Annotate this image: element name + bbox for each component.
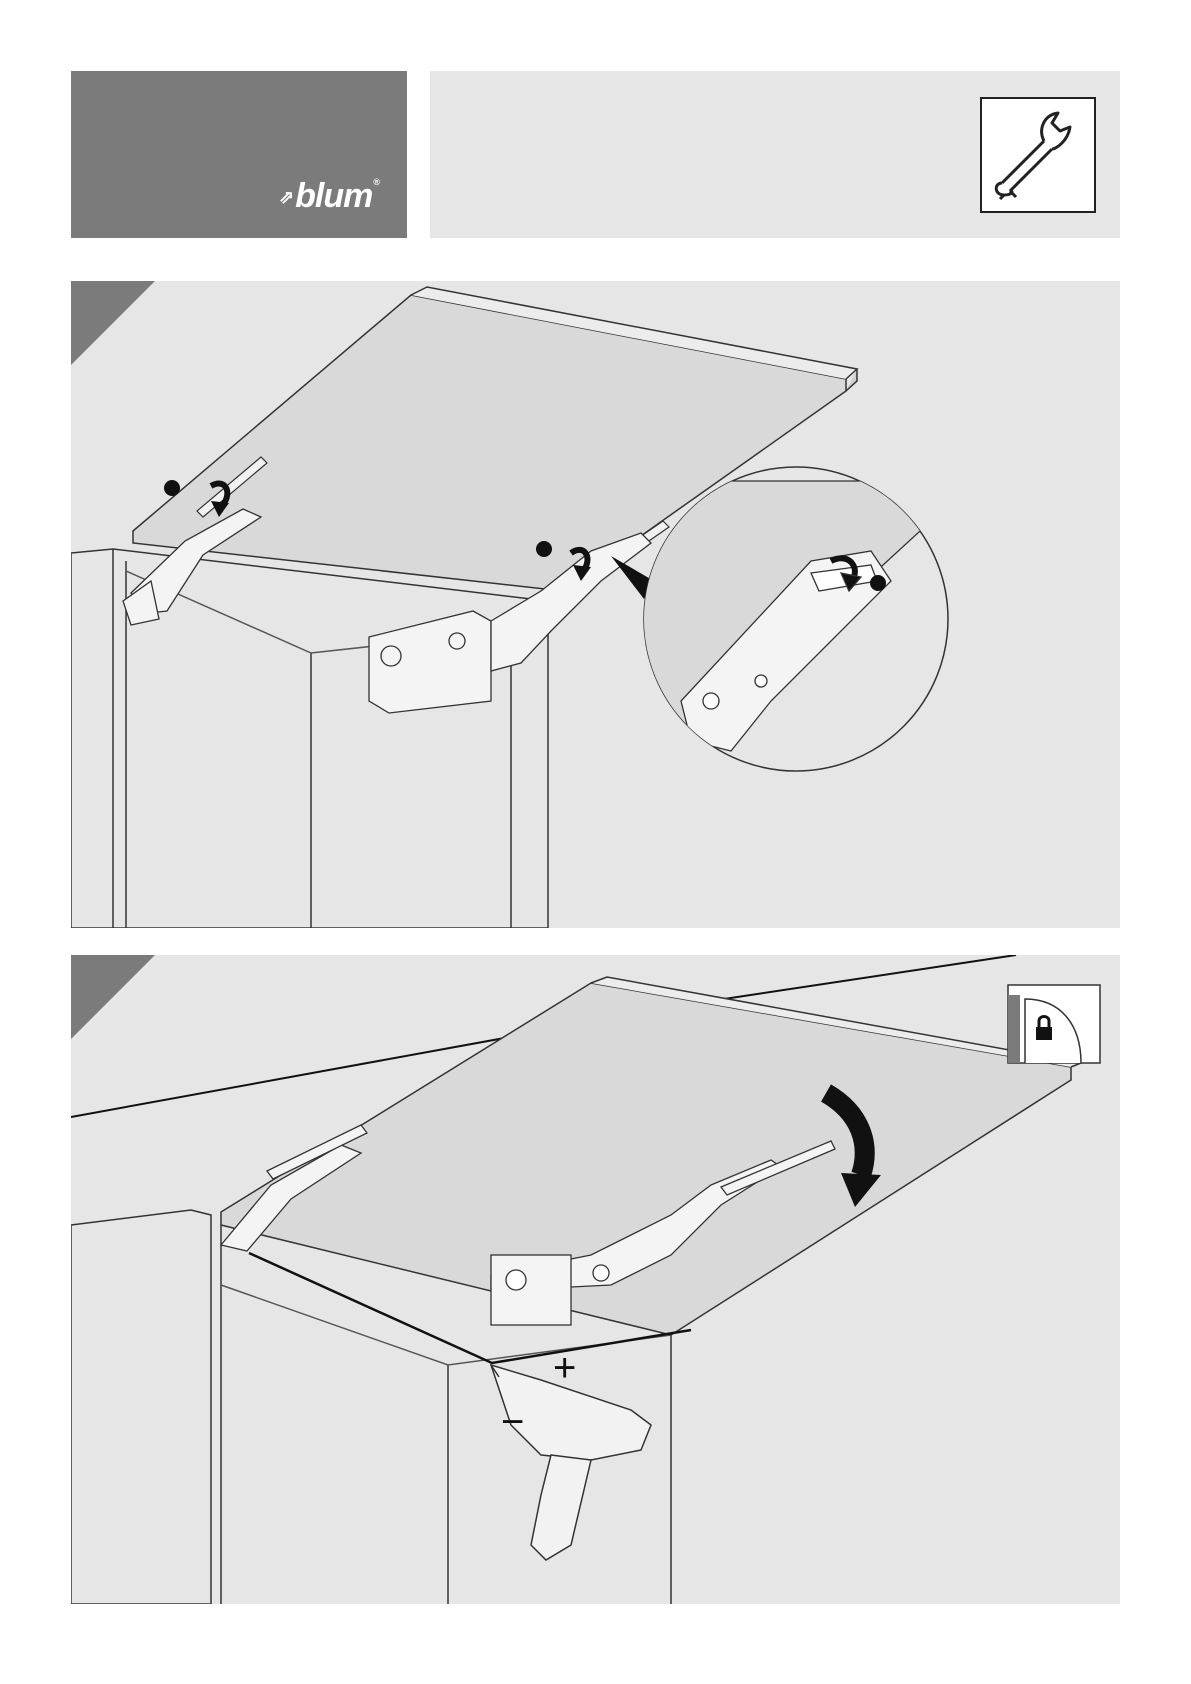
increase-symbol: + bbox=[553, 1346, 576, 1390]
brand-logo-panel: ⇗blum® bbox=[71, 71, 407, 238]
step-2-illustration: + − bbox=[71, 955, 1120, 1604]
detail-magnifier bbox=[631, 467, 948, 771]
step-corner-marker bbox=[71, 281, 155, 365]
drill-icon bbox=[491, 1365, 651, 1560]
lock-icon bbox=[1008, 985, 1100, 1063]
brand-logo: ⇗blum® bbox=[279, 177, 379, 216]
step-1-illustration bbox=[71, 281, 1120, 928]
header-panel bbox=[430, 71, 1120, 238]
decrease-symbol: − bbox=[501, 1400, 524, 1444]
step-corner-marker bbox=[71, 955, 155, 1039]
wrench-icon bbox=[980, 97, 1096, 213]
